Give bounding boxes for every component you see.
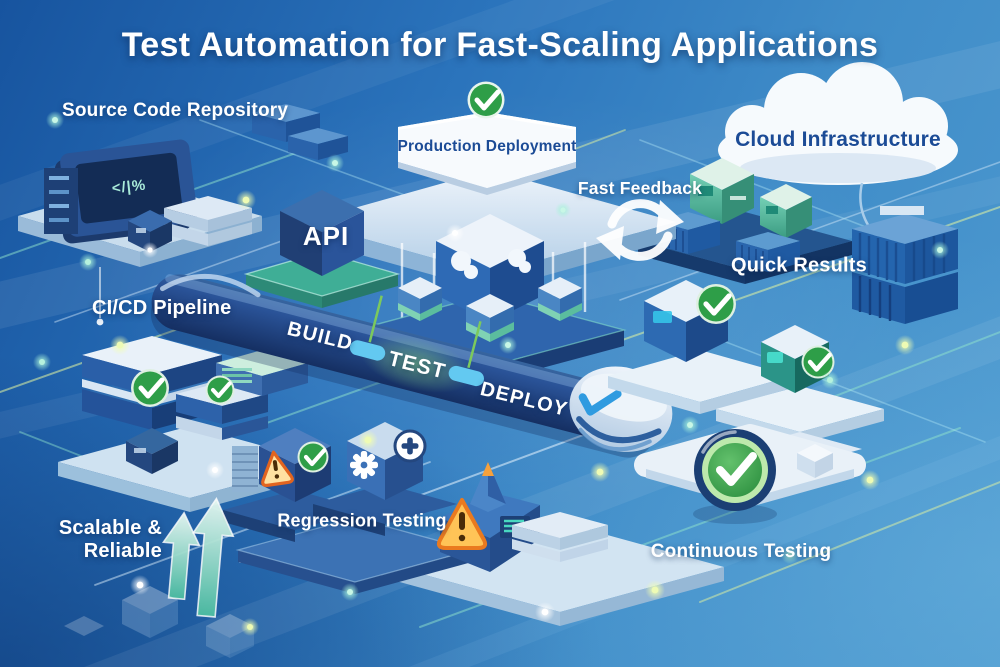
regression-illustration bbox=[223, 422, 724, 626]
deploy-check-icon bbox=[578, 389, 622, 416]
code-icon: </|% bbox=[110, 176, 148, 198]
container-stack bbox=[852, 206, 958, 324]
mini-containers bbox=[252, 104, 348, 160]
quick-results-illustration bbox=[608, 280, 884, 444]
label-quick-results: Quick Results bbox=[731, 254, 867, 277]
label-scalable-reliable: Scalable & Reliable bbox=[40, 517, 162, 563]
check-icon bbox=[801, 345, 835, 379]
growth-arrows-icon bbox=[161, 496, 235, 618]
server-rack bbox=[44, 168, 78, 234]
label-production-deployment: Production Deployment bbox=[397, 138, 577, 156]
label-cloud-infrastructure: Cloud Infrastructure bbox=[735, 127, 941, 151]
label-scalable-line1: Scalable & bbox=[58, 517, 162, 539]
check-icon bbox=[467, 81, 505, 119]
small-cube bbox=[128, 210, 172, 252]
warning-icon bbox=[261, 450, 294, 487]
warning-icon bbox=[436, 498, 488, 550]
check-icon bbox=[696, 284, 736, 324]
check-badge-icon bbox=[694, 429, 776, 511]
glow-nodes bbox=[33, 111, 949, 636]
cicd-stacks-illustration bbox=[58, 336, 322, 512]
pyramid bbox=[470, 462, 506, 512]
label-api: API bbox=[302, 221, 350, 252]
refresh-icon bbox=[596, 199, 684, 261]
label-continuous-testing: Continuous Testing bbox=[650, 541, 832, 563]
label-scalable-line2: Reliable bbox=[83, 540, 162, 562]
light-slab-stack bbox=[164, 196, 252, 246]
api-illustration bbox=[243, 190, 401, 308]
label-cicd-pipeline: CI/CD Pipeline bbox=[92, 297, 232, 319]
page-title: Test Automation for Fast-Scaling Applica… bbox=[121, 26, 879, 64]
production-deployment-illustration bbox=[304, 81, 676, 382]
repository-illustration bbox=[18, 104, 348, 326]
cloud-icon bbox=[718, 62, 958, 239]
continuous-testing-illustration bbox=[634, 424, 866, 524]
production-banner bbox=[398, 112, 576, 195]
label-regression-testing: Regression Testing bbox=[277, 510, 447, 531]
gear-icon bbox=[350, 451, 378, 479]
check-icon bbox=[131, 369, 169, 407]
check-icon bbox=[297, 441, 329, 473]
check-icon bbox=[205, 375, 235, 405]
label-source-code-repository: Source Code Repository bbox=[62, 100, 289, 121]
pipeline-band bbox=[150, 273, 673, 458]
label-fast-feedback: Fast Feedback bbox=[577, 177, 703, 198]
plus-icon bbox=[393, 429, 427, 463]
ghost-cubes bbox=[64, 586, 254, 658]
